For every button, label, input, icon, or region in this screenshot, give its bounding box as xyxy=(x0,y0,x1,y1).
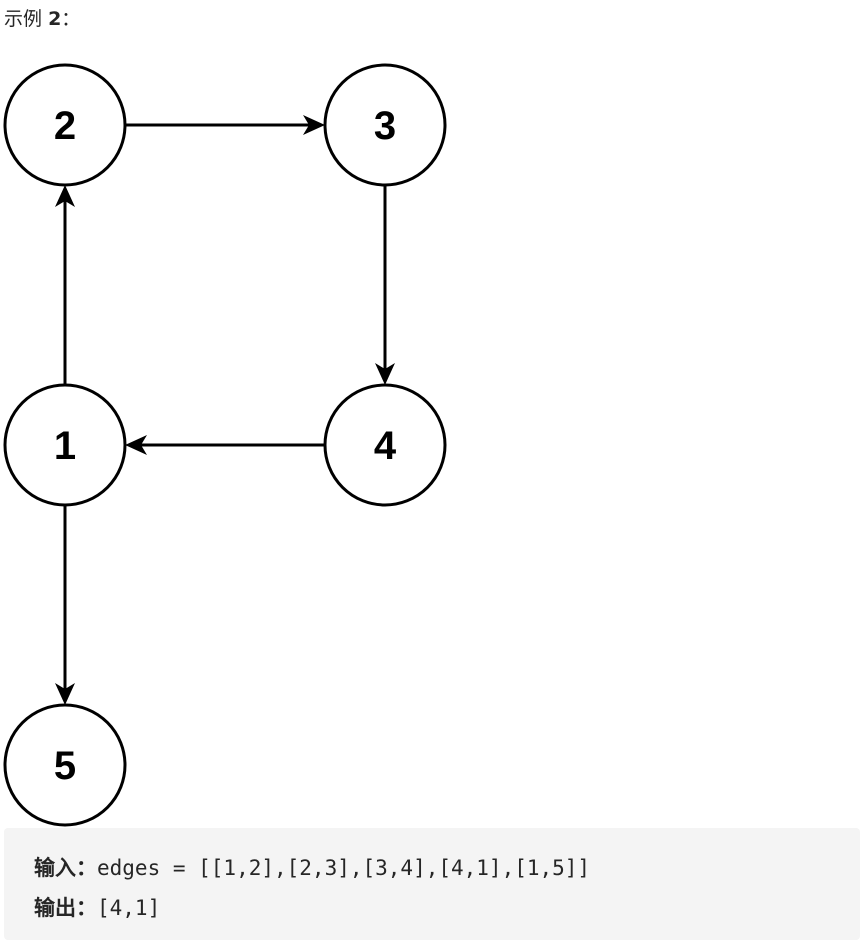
heading-number: 2 xyxy=(48,8,62,30)
graph-node-4: 4 xyxy=(323,383,447,507)
output-value: [4,1] xyxy=(97,896,161,920)
heading-prefix: 示例 xyxy=(4,8,43,30)
graph-node-2: 2 xyxy=(3,63,127,187)
node-circle xyxy=(3,383,127,507)
arrowhead xyxy=(55,683,75,705)
input-value: edges = [[1,2],[2,3],[3,4],[4,1],[1,5]] xyxy=(97,856,591,880)
edge-2-3 xyxy=(125,115,325,135)
edge-1-5 xyxy=(55,505,75,705)
arrowhead xyxy=(55,185,75,207)
node-label: 2 xyxy=(54,104,76,148)
example-heading: 示例 2： xyxy=(4,6,80,32)
graph-node-5: 5 xyxy=(3,703,127,827)
arrowhead xyxy=(303,115,325,135)
arrowhead xyxy=(375,363,395,385)
edge-3-4 xyxy=(375,185,395,385)
graph-nodes: 1 2 3 4 5 xyxy=(3,63,447,827)
graph-node-1: 1 xyxy=(3,383,127,507)
input-line: 输入：edges = [[1,2],[2,3],[3,4],[4,1],[1,5… xyxy=(34,848,860,888)
node-label: 1 xyxy=(54,424,76,468)
example-io-box: 输入：edges = [[1,2],[2,3],[3,4],[4,1],[1,5… xyxy=(4,828,860,940)
arrowhead xyxy=(125,435,147,455)
edge-4-1 xyxy=(125,435,325,455)
input-label: 输入： xyxy=(34,856,97,880)
node-circle xyxy=(3,63,127,187)
node-circle xyxy=(3,703,127,827)
heading-suffix: ： xyxy=(61,8,81,30)
graph-node-3: 3 xyxy=(323,63,447,187)
graph-edges xyxy=(55,115,395,705)
edge-1-2 xyxy=(55,185,75,385)
output-line: 输出：[4,1] xyxy=(34,888,860,928)
directed-graph: 1 2 3 4 5 xyxy=(3,63,447,827)
node-label: 5 xyxy=(54,744,76,788)
node-circle xyxy=(323,63,447,187)
output-label: 输出： xyxy=(34,896,97,920)
node-label: 4 xyxy=(374,424,397,468)
node-label: 3 xyxy=(374,104,396,148)
node-circle xyxy=(323,383,447,507)
